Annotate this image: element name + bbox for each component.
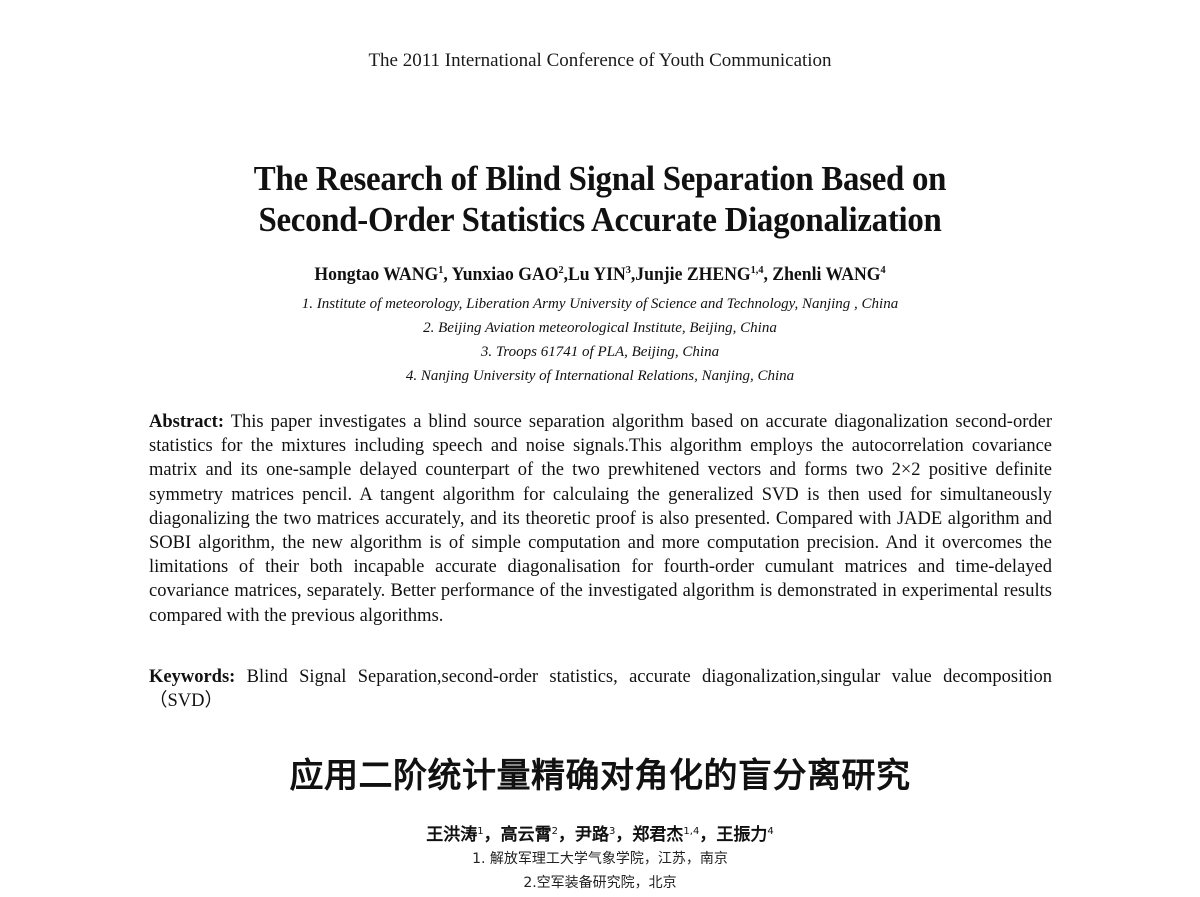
chinese-author-affiliation-mark: 1,4	[683, 826, 700, 837]
chinese-author-affiliation-mark: 3	[609, 826, 616, 837]
chinese-author-name: 王洪涛	[426, 825, 478, 845]
chinese-author-affiliation-mark: 1	[477, 826, 484, 837]
abstract-paragraph: Abstract: This paper investigates a blin…	[149, 410, 1052, 628]
chinese-author-affiliation-mark: 4	[767, 826, 774, 837]
chinese-author-name: 郑君杰	[632, 825, 684, 845]
author-separator: ,	[630, 264, 636, 285]
author-name: Lu YIN	[567, 264, 626, 285]
author-name: Junjie ZHENG	[635, 264, 751, 285]
keywords-text: Blind Signal Separation,second-order sta…	[149, 667, 1052, 711]
author-affiliation-mark: 3	[625, 264, 631, 276]
chinese-title: 应用二阶统计量精确对角化的盲分离研究	[289, 756, 911, 796]
abstract-label: Abstract:	[149, 412, 225, 432]
paper-title: The Research of Blind Signal Separation …	[36, 158, 1164, 240]
author-list: Hongtao WANG1, Yunxiao GAO2,Lu YIN3,Junj…	[42, 264, 1158, 286]
chinese-affiliation-2: 2.空军装备研究院，北京	[523, 875, 677, 891]
chinese-author-separator: ，	[699, 825, 717, 845]
affiliation-2: 2. Beijing Aviation meteorological Insti…	[423, 320, 777, 336]
conference-header: The 2011 International Conference of You…	[368, 50, 832, 71]
author-name: Yunxiao GAO	[451, 264, 559, 285]
author-separator: ,	[763, 264, 773, 285]
chinese-affiliation-list: 1. 解放军理工大学气象学院，江苏，南京 2.空军装备研究院，北京	[0, 847, 1200, 895]
chinese-author-name: 高云霄	[500, 825, 552, 845]
author-separator: ,	[563, 264, 568, 285]
author-affiliation-mark: 2	[558, 264, 564, 276]
affiliation-list: 1. Institute of meteorology, Liberation …	[0, 292, 1200, 388]
author-name: Zhenli WANG	[772, 264, 881, 285]
chinese-author-separator: ，	[483, 825, 501, 845]
paper-title-line-2: Second-Order Statistics Accurate Diagona…	[258, 200, 942, 239]
chinese-author-separator: ，	[558, 825, 576, 845]
keywords-label: Keywords:	[149, 667, 236, 687]
chinese-author-list: 王洪涛1，高云霄2，尹路3，郑君杰1,4，王振力4	[0, 820, 1200, 845]
chinese-author-separator: ，	[615, 825, 633, 845]
keywords-paragraph: Keywords: Blind Signal Separation,second…	[149, 665, 1052, 713]
author-separator: ,	[443, 264, 452, 285]
paper-title-line-1: The Research of Blind Signal Separation …	[253, 159, 947, 198]
affiliation-3: 3. Troops 61741 of PLA, Beijing, China	[480, 344, 720, 360]
chinese-author-name: 王振力	[716, 825, 768, 845]
author-affiliation-mark: 1	[438, 264, 444, 276]
affiliation-1: 1. Institute of meteorology, Liberation …	[301, 296, 899, 312]
chinese-affiliation-1: 1. 解放军理工大学气象学院，江苏，南京	[472, 851, 728, 867]
abstract-text: This paper investigates a blind source s…	[149, 412, 1052, 626]
chinese-author-name: 尹路	[575, 825, 610, 845]
author-name: Hongtao WANG	[314, 264, 439, 285]
author-affiliation-mark: 1,4	[750, 264, 764, 276]
affiliation-4: 4. Nanjing University of International R…	[405, 368, 795, 384]
author-affiliation-mark: 4	[880, 264, 886, 276]
chinese-author-affiliation-mark: 2	[551, 826, 559, 837]
